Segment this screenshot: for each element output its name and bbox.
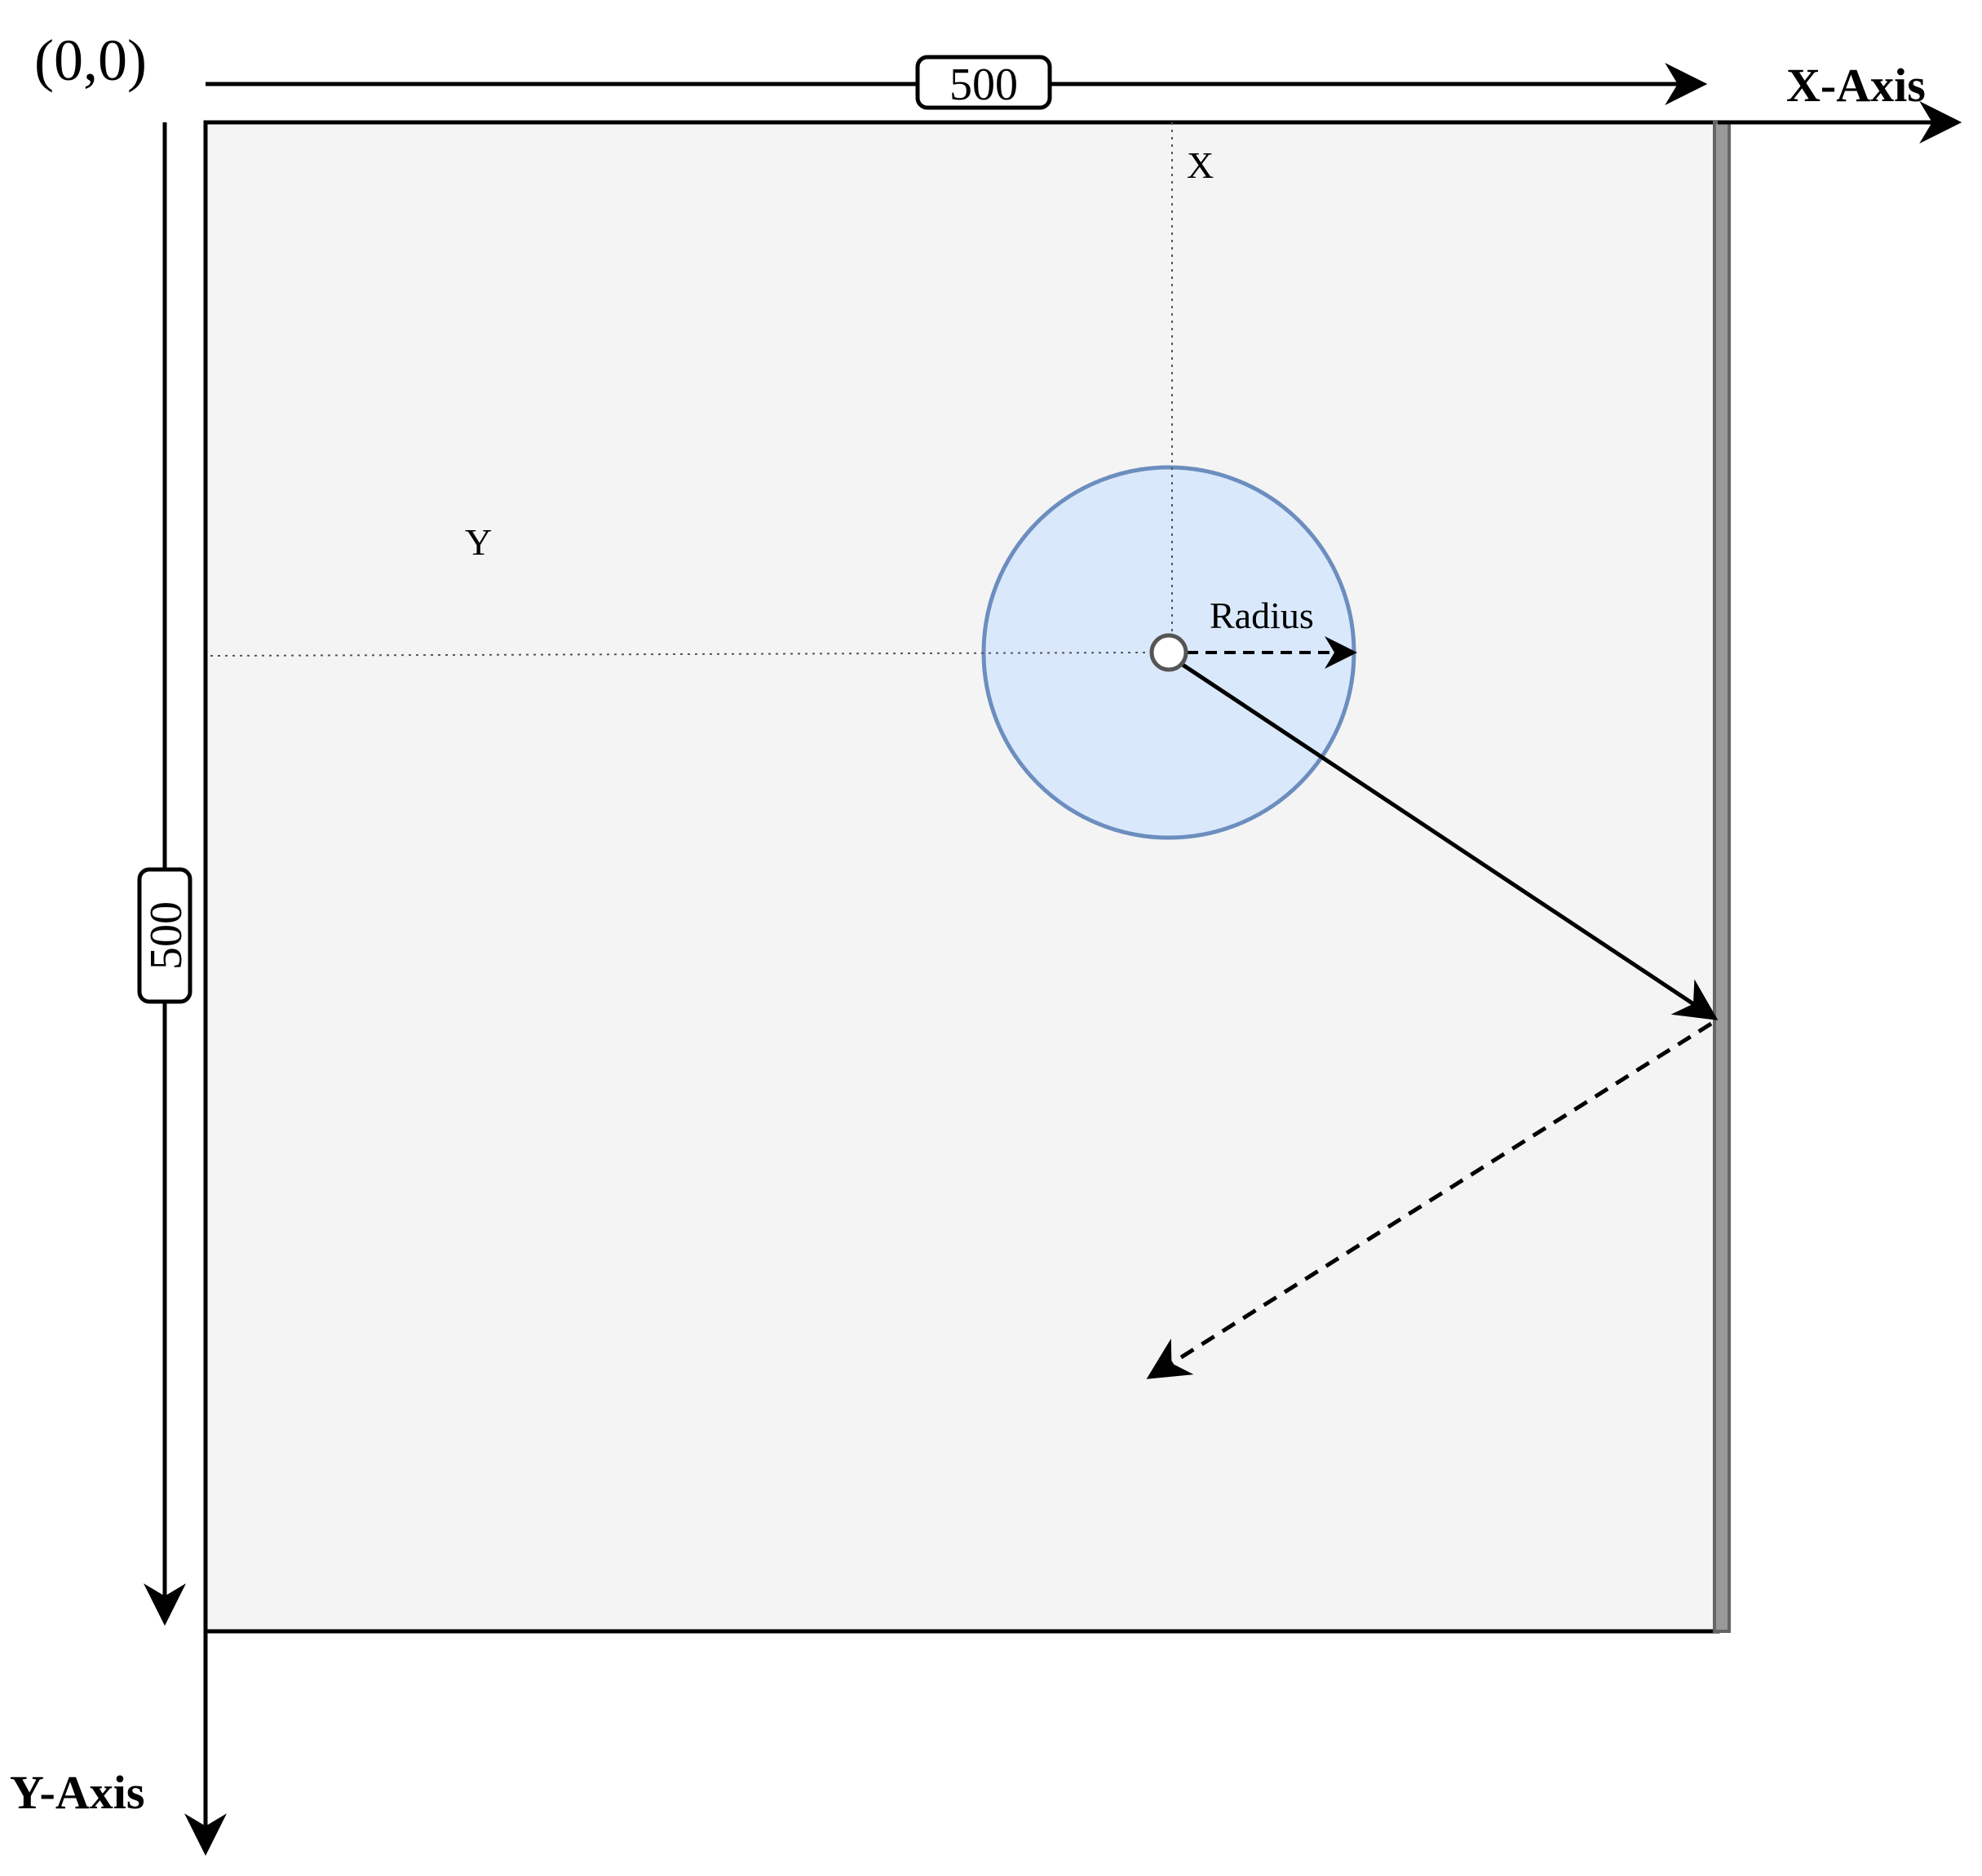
y-guide-line bbox=[210, 652, 1152, 657]
x-axis-title: X-Axis bbox=[1786, 59, 1926, 112]
radius-label: Radius bbox=[1210, 595, 1314, 636]
y-axis-title: Y-Axis bbox=[10, 1766, 144, 1819]
origin-label: (0,0) bbox=[34, 28, 147, 93]
ball-y-label: Y bbox=[465, 521, 492, 563]
trajectory-arrow bbox=[1181, 662, 1719, 1020]
ball-center-point bbox=[1149, 633, 1188, 672]
width-dimension-box bbox=[915, 55, 1052, 110]
ball-x-label: X bbox=[1187, 144, 1214, 186]
height-dimension-label: 500 bbox=[141, 901, 192, 970]
height-dimension-box bbox=[137, 867, 192, 1004]
width-dimension-label: 500 bbox=[949, 60, 1018, 110]
canvas-area bbox=[203, 120, 1720, 1634]
right-wall bbox=[1713, 121, 1731, 1633]
reflection-arrow bbox=[1146, 1021, 1713, 1379]
